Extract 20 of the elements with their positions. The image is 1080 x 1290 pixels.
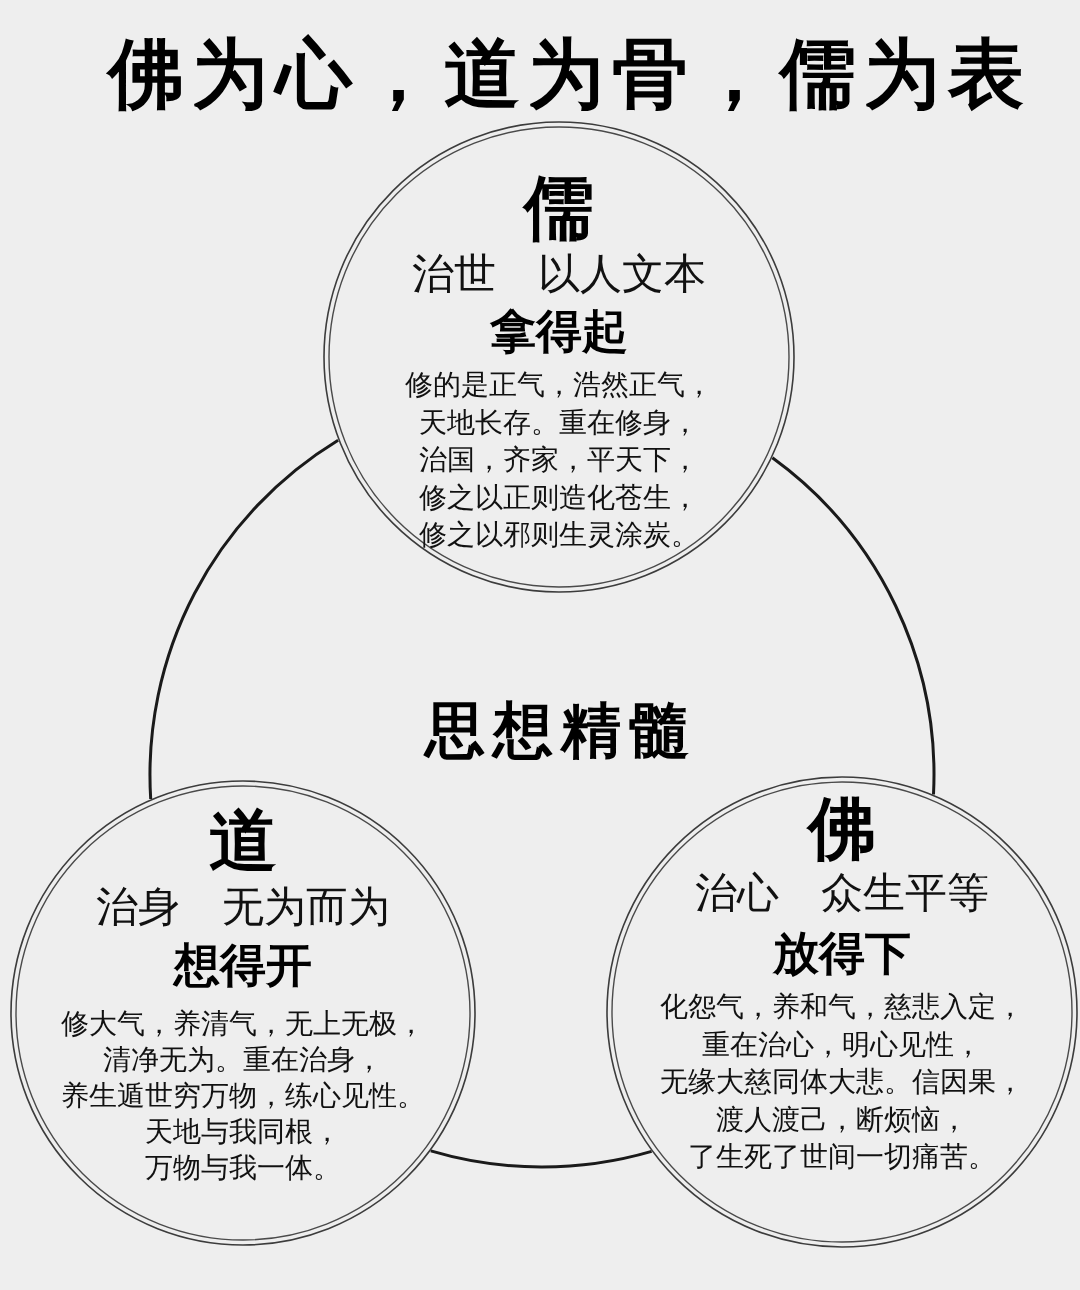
subtitle: 治身 无为而为 [96, 882, 390, 932]
connector-arc [430, 1149, 652, 1168]
heading: 道 [209, 801, 277, 880]
motto: 拿得起 [490, 303, 628, 359]
paragraph: 修大气，养清气，无上无极，清净无为。重在治身，养生遁世穷万物，练心见性。天地与我同根，万物与我一体。 [60, 1007, 426, 1185]
topic-circle [320, 118, 798, 596]
subtitle: 治世 以人文本 [412, 249, 706, 299]
heading: 佛 [808, 789, 876, 868]
topic-circle [603, 773, 1080, 1251]
title: 佛为心，道为骨，儒为表 [108, 30, 1032, 119]
motto: 想得开 [174, 937, 312, 993]
paragraph: 化怨气，养和气，慈悲入定，重在治心，明心见性，无缘大慈同体大悲。信因果，渡人渡己，断烦恼，了生死了世间一切痛苦。 [659, 990, 1025, 1174]
heading: 儒 [524, 168, 594, 249]
connector-arc [771, 456, 935, 795]
topic-circle [7, 777, 479, 1249]
center-heading: 思想精髓 [425, 696, 697, 766]
motto: 放得下 [773, 925, 911, 981]
connector-arc [149, 438, 339, 799]
subtitle: 治心 众生平等 [695, 868, 989, 918]
paragraph: 修的是正气，浩然正气，天地长存。重在修身，治国，齐家，平天下，修之以正则造化苍生，修之以邪则生灵涂炭。 [404, 368, 714, 552]
